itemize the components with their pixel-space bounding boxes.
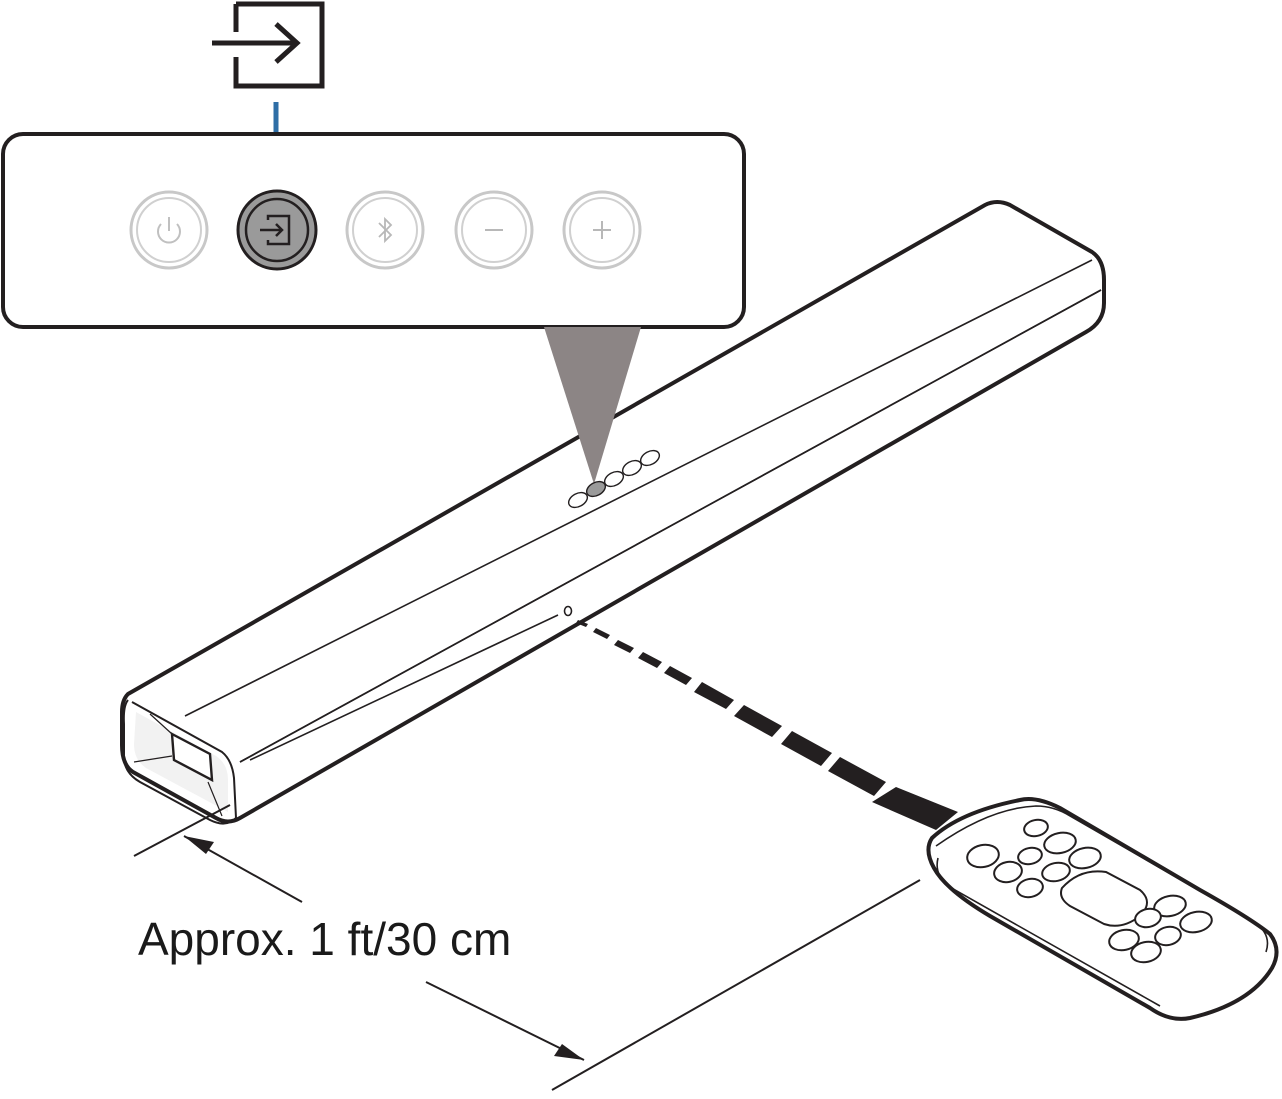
remote-buttons (966, 818, 1213, 964)
zoom-funnel (544, 327, 641, 484)
volume-down-button[interactable] (454, 190, 534, 270)
input-icon (212, 1, 325, 89)
ir-sensor (563, 605, 573, 617)
arrowhead-left (184, 836, 214, 854)
arrowhead-right (554, 1044, 584, 1060)
distance-label: Approx. 1 ft/30 cm (138, 913, 512, 965)
soundbar (120, 200, 1106, 825)
input-icon (260, 214, 291, 246)
soundbar-buttons (567, 449, 661, 509)
power-icon (157, 217, 181, 244)
power-button[interactable] (129, 190, 209, 270)
input-button[interactable] (236, 189, 318, 271)
remote-control (926, 797, 1279, 1021)
bluetooth-icon (378, 216, 393, 244)
volume-up-button[interactable] (562, 190, 642, 270)
control-panel-callout (1, 132, 746, 329)
ir-beam (576, 620, 958, 830)
bluetooth-button[interactable] (345, 190, 425, 270)
plus-icon (593, 221, 611, 239)
